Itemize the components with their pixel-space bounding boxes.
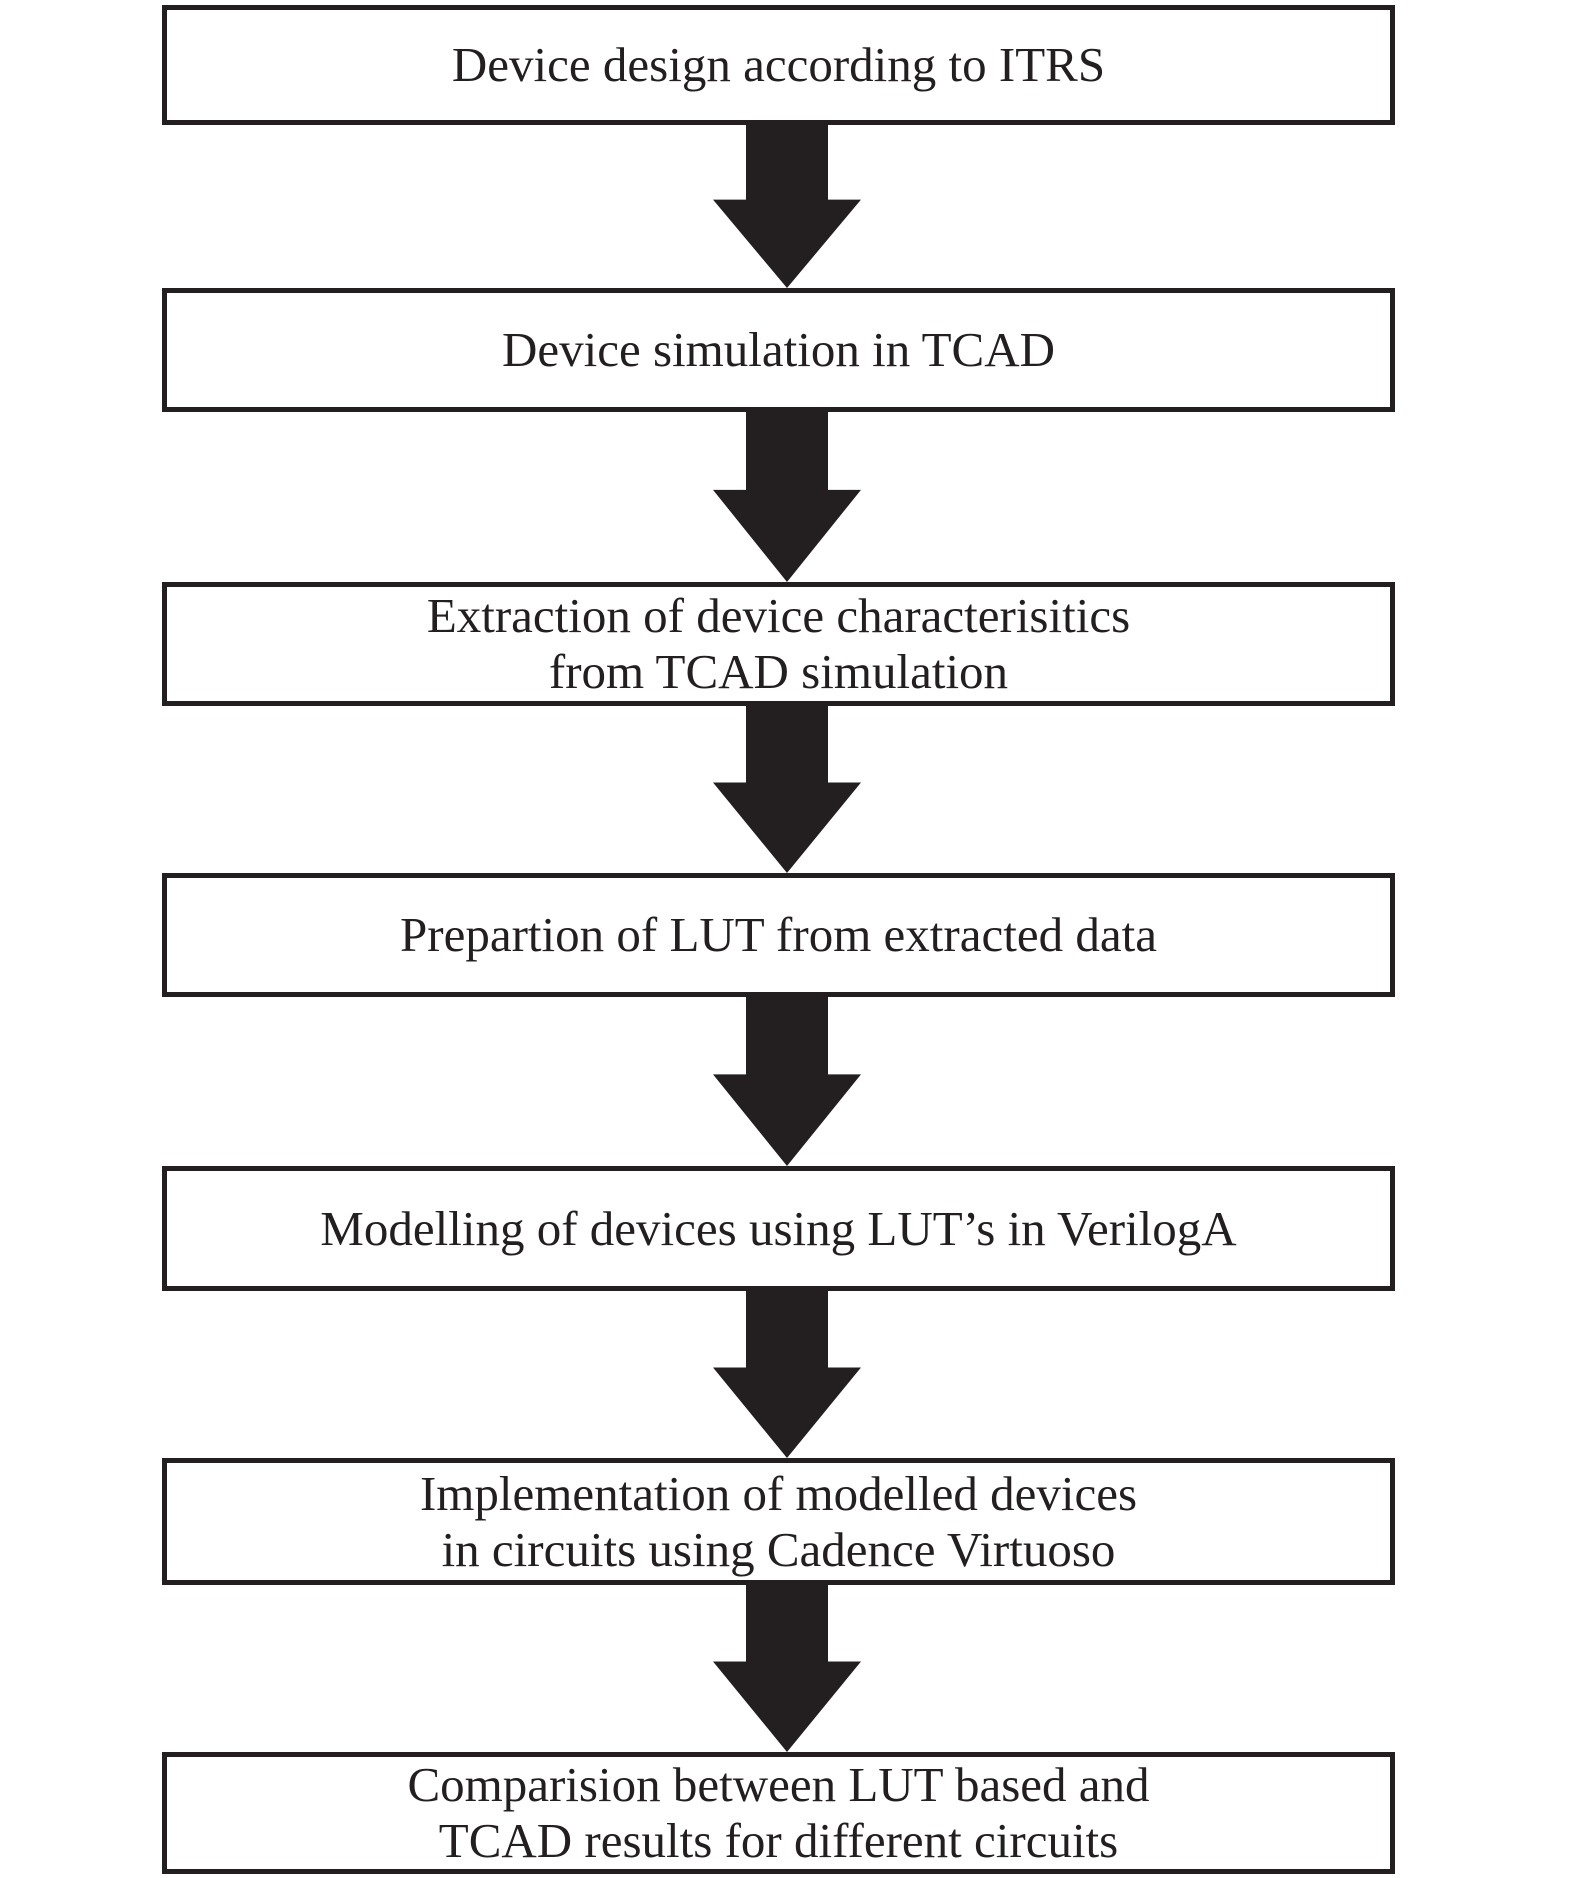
step-label: Comparision between LUT based and TCAD r… [407,1757,1150,1868]
down-arrow-icon [713,125,861,288]
flowchart-step-implementation-cadence: Implementation of modelled devices in ci… [162,1458,1395,1585]
flowchart-step-comparison: Comparision between LUT based and TCAD r… [162,1752,1395,1874]
flowchart-step-extraction: Extraction of device characterisitics fr… [162,582,1395,706]
down-arrow-icon [713,1291,861,1458]
step-label: Device design according to ITRS [451,37,1106,92]
flowchart-step-device-simulation: Device simulation in TCAD [162,288,1395,412]
step-label: Modelling of devices using LUT’s in Veri… [320,1200,1237,1256]
step-label: Extraction of device characterisitics fr… [426,588,1131,699]
down-arrow-icon [713,1585,861,1752]
flowchart-step-device-design: Device design according to ITRS [162,5,1395,125]
step-label: Implementation of modelled devices in ci… [419,1465,1138,1577]
down-arrow-icon [713,706,861,873]
flowchart-step-lut-preparation: Prepartion of LUT from extracted data [162,873,1395,997]
flowchart-step-modelling-veriloga: Modelling of devices using LUT’s in Veri… [162,1166,1395,1291]
down-arrow-icon [713,997,861,1166]
step-label: Prepartion of LUT from extracted data [400,907,1157,962]
down-arrow-icon [713,412,861,582]
step-label: Device simulation in TCAD [502,322,1055,377]
